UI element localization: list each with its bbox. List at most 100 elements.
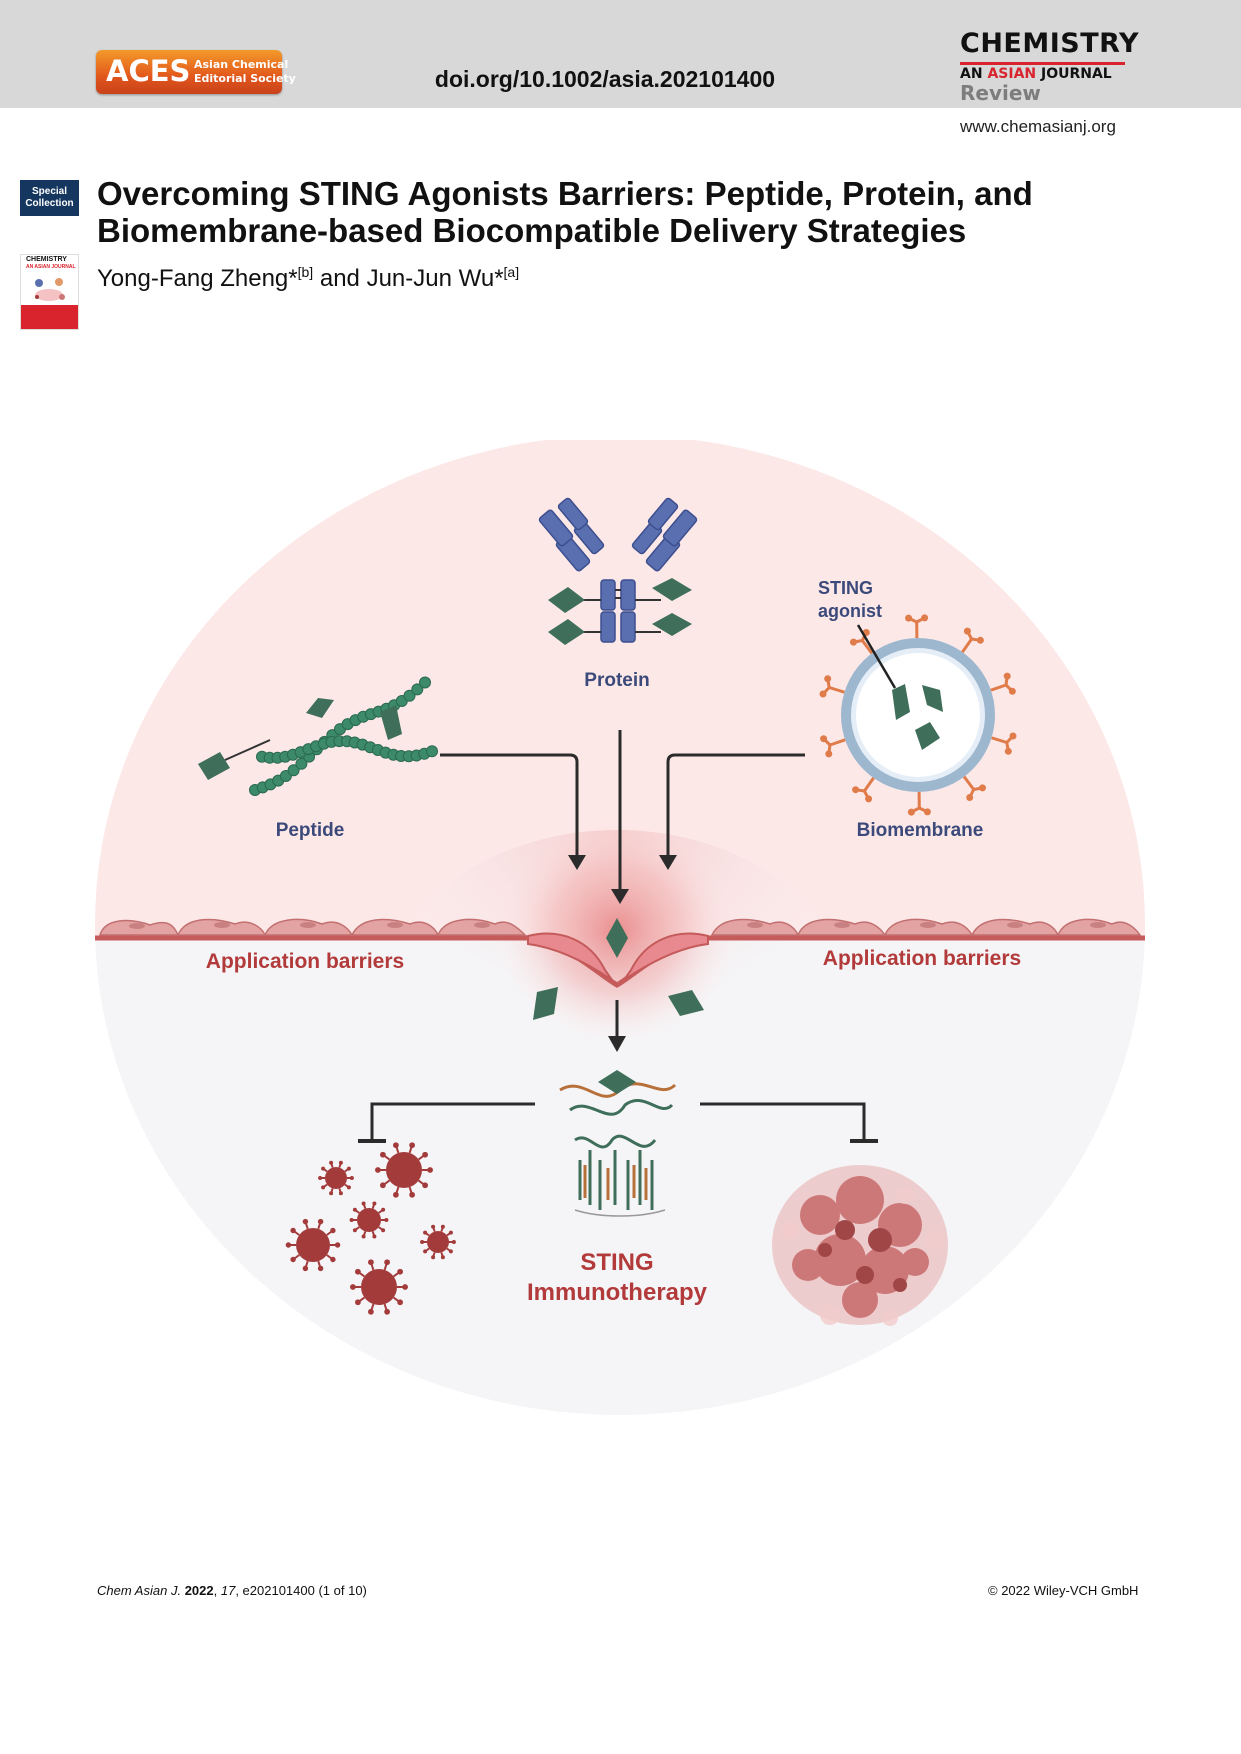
author-1-affiliation: [b] [297, 264, 314, 280]
virus-spike-tip [361, 1201, 366, 1206]
virus-spike-tip [380, 1151, 386, 1158]
label-barrier-right: Application barriers [823, 947, 1021, 970]
ligand-head [865, 795, 873, 803]
virus-spike-tip [423, 1230, 428, 1235]
cover-thumb-subtitle: AN ASIAN JOURNAL [26, 264, 76, 270]
virus-spike-tip [346, 1185, 351, 1190]
journal-sub-suffix: JOURNAL [1041, 66, 1112, 82]
journal-website-link[interactable]: www.chemasianj.org [960, 117, 1116, 136]
footer-year: 2022 [184, 1583, 214, 1598]
virus-spike-tip [393, 1142, 399, 1149]
ligand-stem [991, 736, 1008, 744]
biomembrane-liposome-icon [819, 614, 1017, 816]
ligand-head [923, 808, 931, 816]
virus-spike-tip [317, 1218, 324, 1225]
virus-spike-tip [423, 1249, 428, 1254]
virus-spike-tip [361, 1234, 366, 1239]
badge-line2: Collection [25, 198, 74, 209]
cover-thumbnail[interactable]: CHEMISTRY AN ASIAN JOURNAL [20, 254, 79, 330]
ligand-stem [961, 638, 973, 653]
author-2-affiliation: [a] [503, 264, 520, 280]
label-sting-agonist-line1: STING [818, 578, 873, 598]
virus-body [427, 1231, 449, 1253]
footer-article-number: e202101400 (1 of 10) [242, 1583, 367, 1598]
virus-spike-tip [422, 1151, 428, 1158]
virus-spike-tip [368, 1259, 374, 1266]
ligand-head [1009, 732, 1017, 740]
journal-name: CHEMISTRY [960, 28, 1139, 59]
cover-thumb-title: CHEMISTRY [26, 256, 67, 263]
article-type: Review [960, 81, 1041, 105]
virus-spike-tip [372, 1234, 377, 1239]
ligand-head [1004, 747, 1012, 755]
peptide-icon [198, 676, 438, 796]
journal-subtitle: AN ASIAN JOURNAL [960, 66, 1112, 82]
virus-spike-tip [355, 1299, 361, 1306]
virus-spike-tip [346, 1166, 351, 1171]
arrowheads [358, 855, 878, 1143]
virus-spike-tip [397, 1268, 403, 1275]
virus-spike-tip [448, 1230, 453, 1235]
virus-spike-tip [338, 1160, 343, 1165]
virus-spike-tip [334, 1242, 341, 1248]
virus-spike-tip [302, 1265, 309, 1272]
virus-spike-tip [440, 1224, 445, 1229]
virus-spike-tip [422, 1182, 428, 1189]
virus-spike-tip [321, 1166, 326, 1171]
ligand-head [966, 794, 974, 801]
journal-logo[interactable]: CHEMISTRY AN ASIAN JOURNAL Review [960, 28, 1139, 106]
virus-spike-tip [409, 1142, 415, 1149]
label-protein: Protein [584, 670, 649, 691]
badge-line1: Special [31, 186, 68, 197]
virus-spike-tip [384, 1218, 389, 1222]
virus-spike-tip [381, 1228, 386, 1233]
virus-spike-tip [355, 1268, 361, 1275]
virus-spike-tip [420, 1240, 425, 1244]
virus-spike-tip [329, 1160, 334, 1165]
doi-link[interactable]: doi.org/10.1002/asia.202101400 [434, 66, 776, 92]
virus-spike-tip [338, 1191, 343, 1196]
journal-rule [960, 62, 1125, 65]
footer-copyright: © 2022 Wiley-VCH GmbH [988, 1583, 1139, 1598]
graphical-abstract: STING agonist Protein Peptide Biomembran… [95, 440, 1145, 1415]
virus-spike-tip [330, 1227, 336, 1234]
aces-logo[interactable]: ACES Asian Chemical Editorial Society [96, 50, 296, 94]
epithelial-barrier [95, 918, 1145, 988]
ligand-head [979, 784, 986, 792]
virus-spike-tip [302, 1218, 309, 1225]
peptide-bead [419, 676, 431, 689]
author-2[interactable]: Jun-Jun Wu* [366, 265, 504, 292]
virus-particles [285, 1142, 456, 1315]
ligand-head [921, 614, 929, 622]
virus-spike-tip [350, 1284, 356, 1290]
virus-spike-tip [384, 1259, 390, 1266]
ligand-head [850, 638, 857, 646]
ligand-head [1003, 672, 1011, 680]
virus-spike-tip [451, 1240, 456, 1244]
virus-spike-tip [329, 1191, 334, 1196]
ligand-head [820, 735, 828, 743]
journal-sub-highlight: ASIAN [987, 66, 1037, 82]
tumor-cluster [772, 1165, 948, 1326]
virus-spike-tip [381, 1207, 386, 1212]
aces-logo-line2: Editorial Society [194, 72, 296, 85]
peptide-bead [287, 764, 300, 777]
virus-spike-tip [402, 1284, 408, 1290]
author-1[interactable]: Yong-Fang Zheng* [97, 265, 298, 292]
protein-antibody-icon [538, 497, 698, 645]
virus-spike-tip [427, 1167, 433, 1173]
label-sting-immunotherapy-line2: Immunotherapy [527, 1279, 708, 1306]
virus-spike-tip [372, 1201, 377, 1206]
virus-spike-tip [431, 1224, 436, 1229]
author-connector: and [313, 265, 367, 292]
sting-agonist-molecules [533, 918, 704, 1020]
cover-thumb-art [35, 278, 65, 301]
label-peptide: Peptide [276, 820, 345, 841]
ligand-head [1008, 687, 1016, 695]
special-collection-badge[interactable]: Special Collection [20, 180, 79, 216]
virus-spike-tip [440, 1255, 445, 1260]
virus-body [386, 1152, 422, 1188]
ligand-head [852, 786, 860, 794]
virus-spike-tip [285, 1242, 292, 1248]
label-sting-agonist-line2: agonist [818, 601, 882, 621]
